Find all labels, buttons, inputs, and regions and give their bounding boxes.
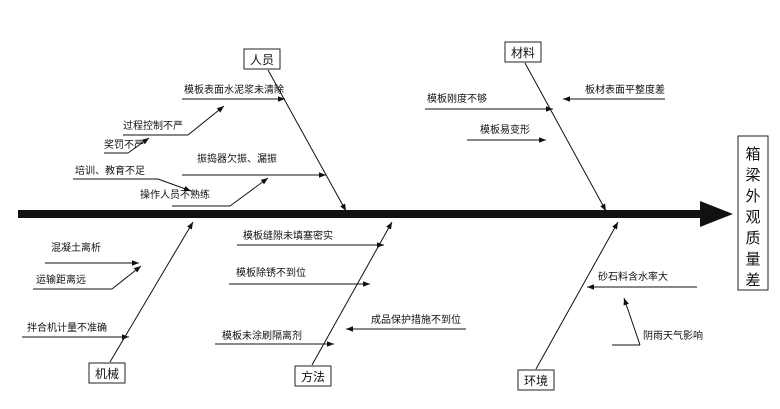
branch-material: 材料 模板刚度不够 模板易变形 板材表面平整度差	[425, 41, 665, 212]
category-box-method	[294, 365, 332, 387]
cause-stiffness: 模板刚度不够	[427, 92, 487, 105]
category-machine: 机械	[95, 366, 119, 381]
cause-arrow	[187, 105, 225, 136]
branch-personnel: 人员 模板表面水泥浆未清除 过程控制不严 奖罚不严 培训、教育不足 振捣器欠振、…	[73, 48, 347, 212]
cause-unskilled: 操作人员不熟练	[140, 188, 210, 201]
effect-char-2: 梁	[745, 166, 760, 184]
cause-arrow	[229, 177, 269, 207]
cause-flatness: 板材表面平整度差	[585, 83, 665, 96]
bone-material	[524, 62, 607, 212]
cause-meter: 拌合机计量不准确	[27, 321, 107, 334]
cause-protect: 成品保护措施不到位	[371, 313, 461, 326]
effect-char-4: 观	[745, 208, 760, 226]
cause-arrow	[111, 265, 142, 290]
effect-char-1: 箱	[745, 145, 760, 163]
cause-moisture: 砂石料含水率大	[598, 270, 668, 283]
category-box-personnel	[243, 48, 281, 70]
category-box-material	[504, 41, 542, 63]
cause-arrow	[623, 297, 641, 346]
branch-machine: 机械 混凝土离析 运输距离远 拌合机计量不准确	[22, 221, 194, 384]
category-material: 材料	[511, 46, 535, 60]
cause-reward-punish: 奖罚不严	[104, 138, 144, 151]
category-box-machine	[88, 362, 126, 384]
category-personnel: 人员	[250, 53, 274, 67]
cause-vibrator: 振捣器欠振、漏振	[197, 152, 277, 165]
category-box-environment	[517, 369, 555, 391]
bone-machine	[109, 221, 194, 363]
effect-box: 箱 梁 外 观 质 量 差	[737, 135, 769, 291]
category-environment: 环境	[524, 373, 548, 388]
cause-arrow	[157, 178, 192, 192]
cause-release: 模板未涂刷隔离剂	[222, 329, 302, 342]
cause-process-control: 过程控制不严	[123, 119, 183, 132]
cause-segregation: 混凝土离析	[51, 241, 101, 254]
cause-weather: 阴雨天气影响	[643, 329, 703, 342]
cause-formwork-slurry: 模板表面水泥浆未清除	[184, 83, 284, 96]
cause-arrow	[127, 137, 150, 154]
effect-char-5: 质	[745, 229, 760, 247]
bone-environment	[535, 221, 619, 370]
cause-gap: 模板缝隙未填塞密实	[243, 229, 333, 242]
effect-char-3: 外	[745, 187, 760, 205]
cause-deform: 模板易变形	[480, 123, 530, 136]
branch-method: 方法 模板缝隙未填塞密实 模板除锈不到位 模板未涂刷隔离剂 成品保护措施不到位	[215, 221, 466, 387]
effect-char-7: 差	[745, 271, 760, 289]
spine	[18, 201, 733, 227]
cause-rust: 模板除锈不到位	[236, 266, 306, 279]
cause-distance: 运输距离远	[36, 273, 86, 286]
bone-personnel	[267, 69, 347, 212]
branch-environment: 环境 砂石料含水率大 阴雨天气影响	[517, 221, 703, 391]
category-method: 方法	[301, 369, 325, 384]
effect-char-6: 量	[745, 250, 760, 268]
cause-training: 培训、教育不足	[75, 164, 145, 177]
